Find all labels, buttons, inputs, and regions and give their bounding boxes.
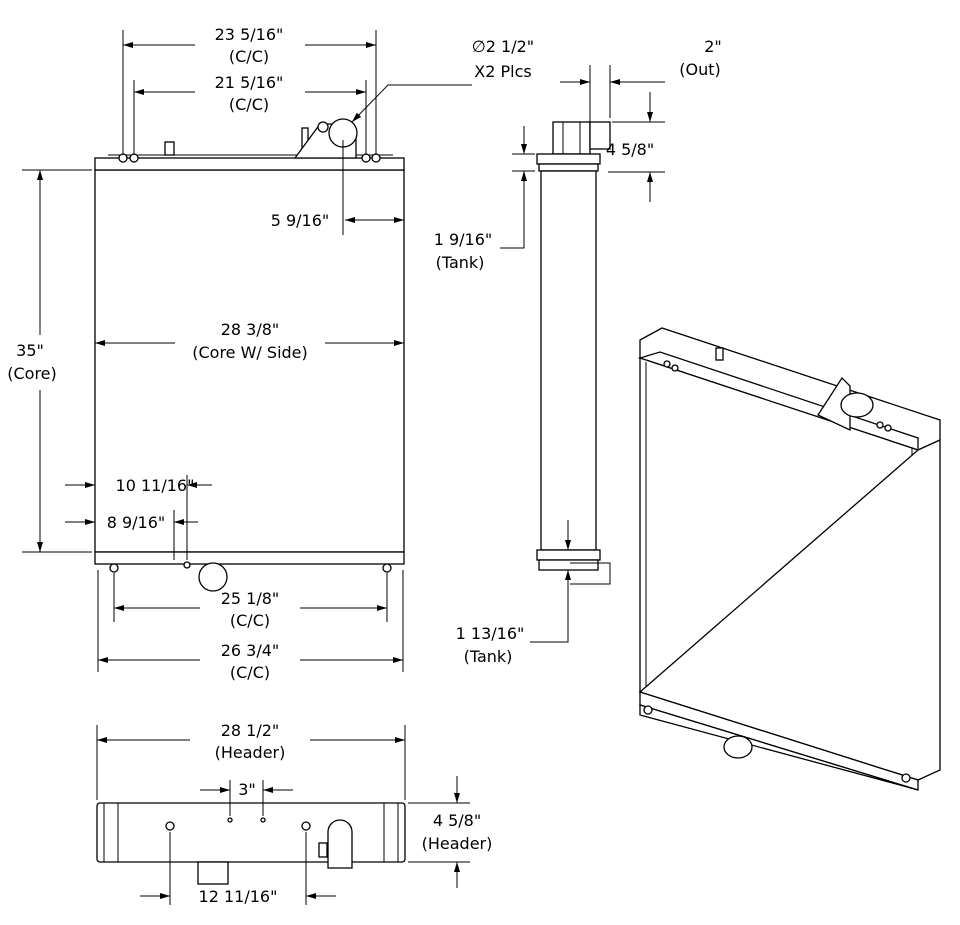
bottom-tank-dim: 1 13/16" xyxy=(456,624,525,643)
top-tank-note: (Tank) xyxy=(436,253,485,272)
top-tank xyxy=(94,157,405,171)
dim-10-11-16: 10 11/16" xyxy=(116,476,195,495)
front-view: 23 5/16" (C/C) 21 5/16" (C/C) ∅2 1/2" X2… xyxy=(7,25,534,682)
outlet-diameter-note: X2 Plcs xyxy=(474,62,531,81)
outlet-bottom xyxy=(198,562,228,592)
core-height: 35" xyxy=(16,341,44,360)
header-width: 28 1/2" xyxy=(221,721,280,740)
bottom-tank xyxy=(94,551,405,565)
dim-26-3-4: 26 3/4" xyxy=(221,641,280,660)
core xyxy=(94,169,405,553)
dim-21-5-16-note: (C/C) xyxy=(229,95,269,114)
top-view: 28 1/2" (Header) 3" 4 5/8" (Header) 12 1… xyxy=(96,721,493,906)
header-width-note: (Header) xyxy=(215,743,286,762)
header-depth-note: (Header) xyxy=(422,834,493,853)
dim-25-1-8-note: (C/C) xyxy=(230,611,270,630)
dim-21-5-16: 21 5/16" xyxy=(215,73,284,92)
dim-8-9-16: 8 9/16" xyxy=(107,513,166,532)
dim-12-11-16: 12 11/16" xyxy=(199,887,278,906)
outlet-size: 2" xyxy=(704,37,722,56)
dim-26-3-4-note: (C/C) xyxy=(230,663,270,682)
dim-5-9-16: 5 9/16" xyxy=(271,211,330,230)
dim-23-5-16-note: (C/C) xyxy=(229,47,269,66)
core-width-note: (Core W/ Side) xyxy=(192,343,308,362)
core-height-note: (Core) xyxy=(7,364,57,383)
dim-3: 3" xyxy=(238,780,256,799)
isometric-view xyxy=(637,327,941,791)
core-width: 28 3/8" xyxy=(221,320,280,339)
side-view: 2" (Out) 4 5/8" 1 9/16" (Tank) 1 13/16" … xyxy=(434,37,722,666)
top-tank-dim: 1 9/16" xyxy=(434,230,493,249)
dim-4-5-8: 4 5/8" xyxy=(606,140,654,159)
outlet-diameter: ∅2 1/2" xyxy=(472,37,534,56)
bottom-tank-note: (Tank) xyxy=(464,647,513,666)
dim-25-1-8: 25 1/8" xyxy=(221,589,280,608)
header-depth: 4 5/8" xyxy=(433,811,481,830)
outlet-size-note: (Out) xyxy=(679,60,721,79)
dim-23-5-16: 23 5/16" xyxy=(215,25,284,44)
